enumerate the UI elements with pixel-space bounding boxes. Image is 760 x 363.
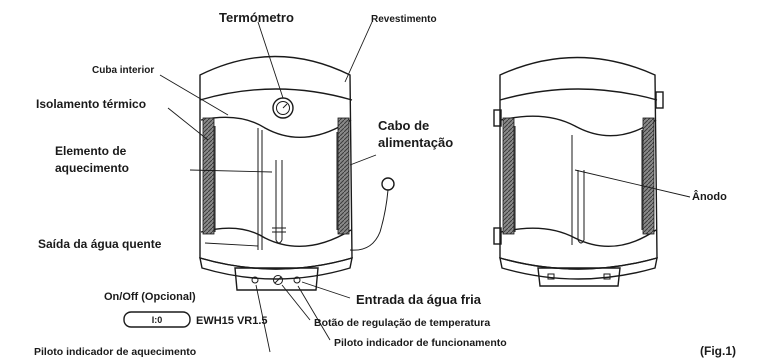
label-isolamento-termico: Isolamento térmico [36, 97, 146, 111]
label-botao-regulacao: Botão de regulação de temperatura [314, 317, 490, 329]
label-anodo: Ânodo [692, 190, 727, 203]
cutaway-bottom-edge [200, 227, 352, 248]
label-cabo-alimentacao-2: alimentação [378, 135, 453, 150]
power-plug [381, 177, 395, 191]
switch-body [123, 311, 191, 328]
wall-bracket-left [493, 109, 502, 127]
operation-indicator-light [293, 276, 301, 284]
heater-front-section [199, 55, 395, 291]
heater-rear-section [493, 56, 664, 287]
label-piloto-funcionamento: Piloto indicador de funcionamento [334, 337, 507, 349]
cutaway-top-edge [200, 116, 352, 138]
on-off-switch: I:0 [123, 311, 191, 328]
label-saida-agua-quente: Saída da água quente [38, 237, 162, 251]
label-elemento-aquecimento-2: aquecimento [55, 161, 129, 175]
temperature-knob [273, 275, 283, 285]
heating-element-rear [577, 170, 585, 244]
figure-caption: (Fig.1) [700, 344, 736, 358]
control-panel-rear [537, 267, 621, 287]
label-entrada-agua-fria: Entrada da água fria [356, 292, 482, 307]
insulation-left [202, 117, 215, 235]
top-cap-line [199, 88, 353, 101]
label-termometro: Termómetro [219, 10, 294, 25]
label-model: EWH15 VR1.5 [196, 315, 268, 327]
wall-bracket-right [655, 91, 664, 109]
heating-indicator-light [251, 276, 259, 284]
heating-element [272, 160, 286, 244]
label-elemento-aquecimento-1: Elemento de [55, 144, 127, 158]
control-panel [234, 267, 319, 291]
power-cable [349, 189, 389, 251]
switch-symbol: I:0 [152, 315, 163, 325]
leader-lines [159, 21, 691, 353]
insulation-right [337, 117, 350, 235]
label-cuba-interior: Cuba interior [92, 65, 154, 76]
label-on-off: On/Off (Opcional) [104, 291, 196, 303]
label-cabo-alimentacao-1: Cabo de [378, 118, 429, 133]
label-piloto-aquecimento: Piloto indicador de aquecimento [34, 346, 196, 358]
label-revestimento: Revestimento [371, 14, 437, 25]
labels: Termómetro Revestimento Cuba interior Is… [34, 10, 736, 358]
